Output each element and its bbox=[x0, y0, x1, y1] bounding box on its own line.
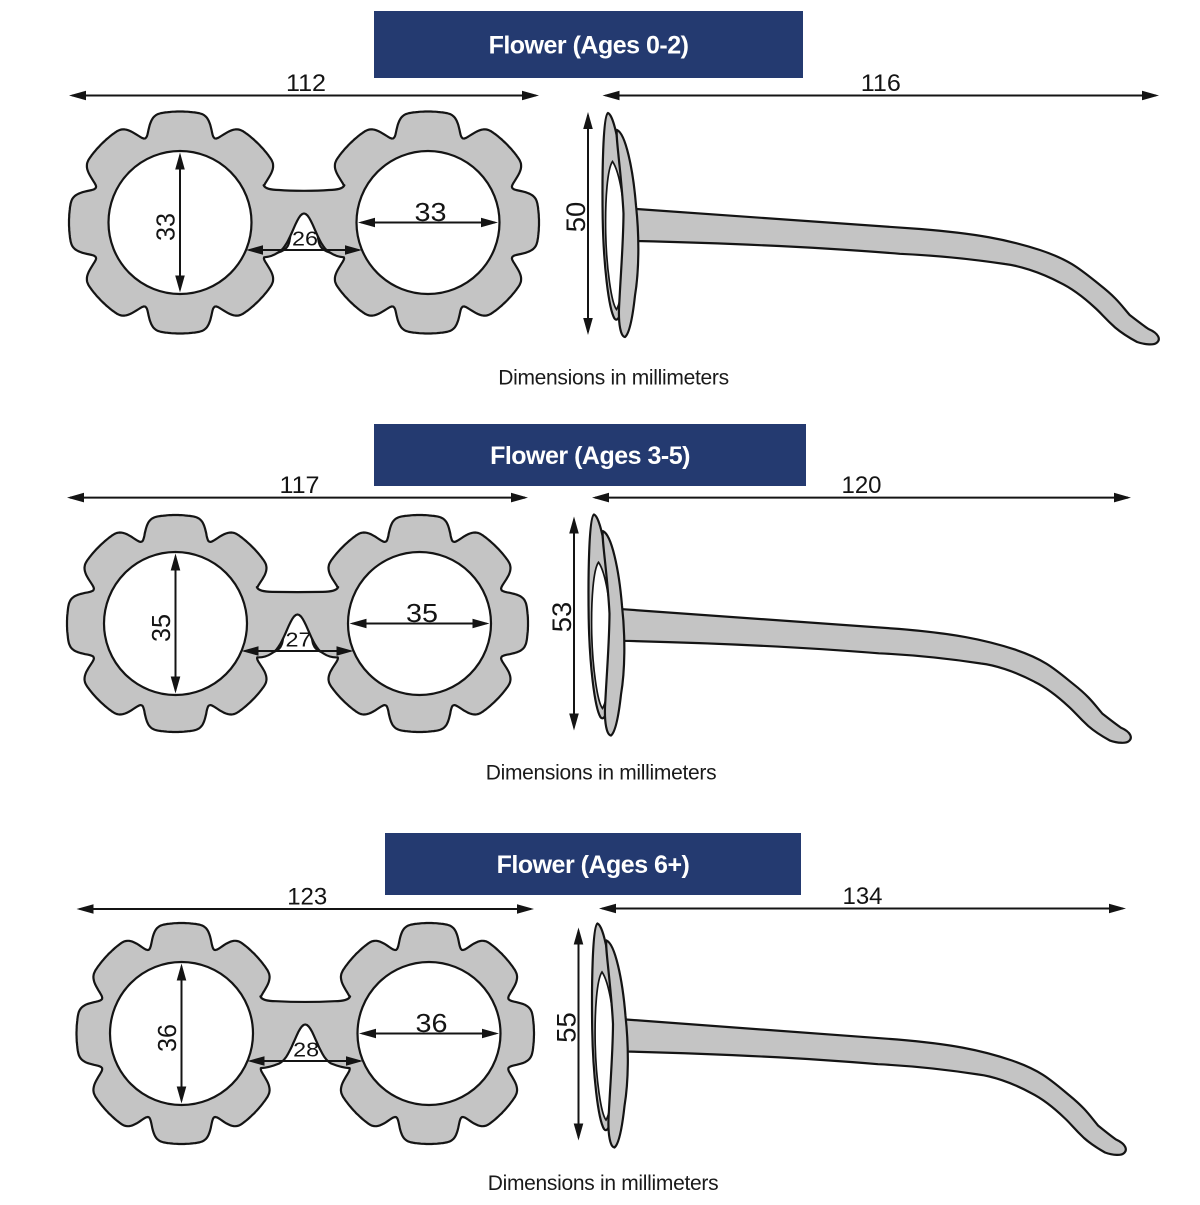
svg-text:Dimensions in millimeters: Dimensions in millimeters bbox=[488, 1172, 719, 1195]
svg-text:120: 120 bbox=[842, 472, 882, 499]
svg-text:116: 116 bbox=[861, 70, 901, 97]
svg-text:Flower (Ages 0-2): Flower (Ages 0-2) bbox=[489, 32, 689, 60]
svg-text:112: 112 bbox=[286, 70, 326, 97]
svg-text:Dimensions in millimeters: Dimensions in millimeters bbox=[486, 762, 717, 785]
svg-text:36: 36 bbox=[416, 1008, 448, 1038]
svg-text:36: 36 bbox=[152, 1024, 182, 1052]
svg-text:55: 55 bbox=[551, 1012, 581, 1043]
svg-text:28: 28 bbox=[293, 1039, 319, 1062]
svg-text:117: 117 bbox=[280, 472, 320, 499]
svg-text:Dimensions in millimeters: Dimensions in millimeters bbox=[498, 367, 729, 390]
svg-text:50: 50 bbox=[561, 202, 591, 233]
svg-text:27: 27 bbox=[286, 629, 312, 652]
svg-text:35: 35 bbox=[146, 614, 176, 642]
svg-text:35: 35 bbox=[406, 598, 438, 628]
svg-text:134: 134 bbox=[843, 883, 883, 910]
svg-text:123: 123 bbox=[287, 884, 327, 911]
svg-text:53: 53 bbox=[547, 602, 577, 633]
svg-text:33: 33 bbox=[150, 213, 180, 241]
svg-text:Flower (Ages 6+): Flower (Ages 6+) bbox=[497, 851, 690, 879]
svg-text:26: 26 bbox=[292, 228, 318, 251]
svg-text:Flower (Ages 3-5): Flower (Ages 3-5) bbox=[490, 442, 690, 470]
svg-text:33: 33 bbox=[415, 197, 447, 227]
